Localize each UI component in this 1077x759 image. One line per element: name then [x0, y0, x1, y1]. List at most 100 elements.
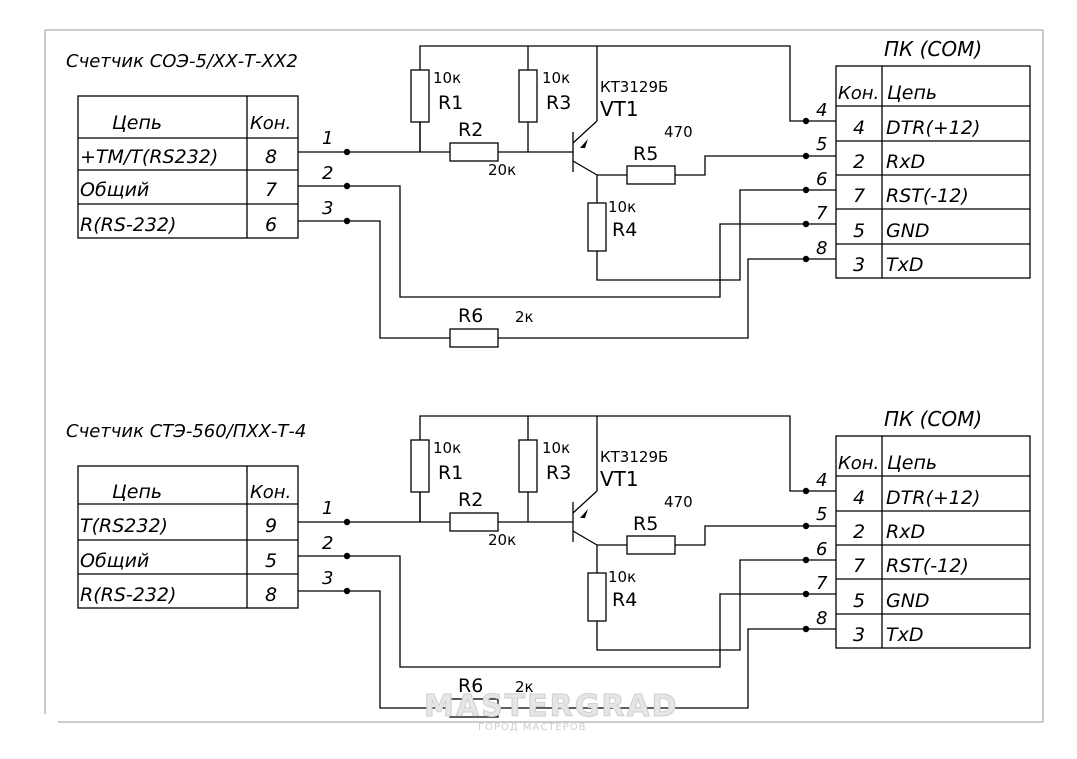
r4-value: 10к [608, 568, 636, 586]
transistor-vt1 [572, 416, 598, 546]
r3-label: R3 [546, 92, 571, 114]
resistor-r6 [449, 328, 499, 348]
wire-number: 5 [816, 504, 827, 525]
r4-label: R4 [612, 219, 637, 241]
meter-row-signal: Т(RS232) [80, 515, 168, 537]
meter-header-pin: Кон. [250, 113, 291, 134]
meter-row-signal: Общий [80, 550, 149, 572]
circuit-title: Счетчик СТЭ-560/ПХХ-Т-4 [66, 421, 306, 442]
pc-row-pin: 4 [853, 117, 865, 139]
meter-row-signal: Общий [80, 179, 149, 201]
meter-row-signal: R(RS-232) [80, 214, 176, 236]
wire-number: 7 [816, 203, 828, 224]
r4-label: R4 [612, 589, 637, 611]
pc-header-pin: Кон. [838, 453, 879, 474]
r1-label: R1 [438, 462, 463, 484]
wire-number: 7 [816, 573, 828, 594]
wire-number: 2 [322, 163, 333, 184]
pc-row-signal: RST(-12) [886, 555, 969, 577]
pc-row-signal: GND [886, 590, 930, 612]
resistor-r4 [587, 202, 607, 252]
wire-number: 4 [816, 100, 827, 121]
meter-row-signal: +ТМ/Т(RS232) [80, 146, 218, 168]
vt1-type: КТ3129Б [600, 78, 668, 96]
meter-row-pin: 7 [265, 179, 277, 201]
meter-header-signal: Цепь [112, 481, 162, 503]
wire-number: 8 [816, 238, 827, 259]
pc-row-pin: 5 [853, 220, 865, 242]
resistor-r3 [518, 439, 538, 493]
pc-header-pin: Кон. [838, 83, 879, 104]
r6-value: 2к [515, 308, 534, 326]
pc-row-pin: 7 [853, 185, 865, 207]
pc-row-pin: 3 [853, 254, 865, 276]
circuit-2: Счетчик СТЭ-560/ПХХ-Т-4 Цепь Кон. Т(RS23… [66, 407, 1031, 718]
r6-label: R6 [458, 305, 483, 327]
pc-row-signal: TxD [886, 624, 923, 646]
pc-row-signal: TxD [886, 254, 923, 276]
meter-table: Цепь Кон. +ТМ/Т(RS232) Общий R(RS-232) 8… [77, 95, 299, 239]
pc-title: ПК (COM) [884, 37, 982, 61]
pc-row-signal: RxD [886, 521, 925, 543]
wire-number: 3 [322, 198, 333, 219]
pc-header-signal: Цепь [887, 452, 937, 474]
pc-row-pin: 7 [853, 555, 865, 577]
transistor-vt1 [572, 46, 598, 176]
r2-label: R2 [458, 119, 483, 141]
resistor-r5 [626, 535, 676, 555]
pc-header-signal: Цепь [887, 82, 937, 104]
r3-label: R3 [546, 462, 571, 484]
meter-header-signal: Цепь [112, 112, 162, 134]
wire-number: 1 [322, 128, 333, 149]
wire-number: 5 [816, 134, 827, 155]
resistor-r2 [449, 142, 499, 162]
pc-row-signal: RxD [886, 151, 925, 173]
meter-row-signal: R(RS-232) [80, 584, 176, 606]
pc-row-pin: 5 [853, 590, 865, 612]
vt1-label: VT1 [600, 467, 639, 491]
r6-label: R6 [458, 675, 483, 697]
resistor-r5 [626, 165, 676, 185]
wire-number: 6 [816, 539, 827, 560]
r5-value: 470 [664, 123, 693, 141]
r2-label: R2 [458, 489, 483, 511]
pc-row-signal: RST(-12) [886, 185, 969, 207]
pc-row-pin: 3 [853, 624, 865, 646]
meter-row-pin: 8 [265, 584, 277, 606]
circuit-title: Счетчик СОЭ-5/ХХ-Т-ХХ2 [66, 51, 298, 72]
pc-title: ПК (COM) [884, 407, 982, 431]
wire-number: 2 [322, 533, 333, 554]
wire-number: 1 [322, 498, 333, 519]
resistor-r1 [410, 69, 430, 123]
watermark-brand: MASTERGRAD [424, 689, 679, 724]
pc-row-pin: 4 [853, 487, 865, 509]
pc-row-pin: 2 [853, 151, 865, 173]
wire-number: 4 [816, 470, 827, 491]
r3-value: 10к [542, 439, 570, 457]
resistor-r4 [587, 572, 607, 622]
vt1-label: VT1 [600, 97, 639, 121]
vt1-type: КТ3129Б [600, 448, 668, 466]
r3-value: 10к [542, 69, 570, 87]
meter-row-pin: 6 [265, 214, 277, 236]
meter-row-pin: 8 [265, 146, 277, 168]
r6-value: 2к [515, 678, 534, 696]
r5-label: R5 [633, 513, 658, 535]
pc-row-signal: DTR(+12) [886, 117, 980, 139]
r2-value: 20к [488, 161, 516, 179]
wire-number: 8 [816, 608, 827, 629]
pc-table: Кон. Цепь 4 2 7 5 3 DTR(+12) RxD RST(-12… [835, 435, 1031, 649]
r5-label: R5 [633, 143, 658, 165]
circuit-1: Счетчик СОЭ-5/ХХ-Т-ХХ2 Цепь Кон. +ТМ/Т(R… [66, 37, 1031, 348]
r1-value: 10к [433, 69, 461, 87]
watermark-tagline: ГОРОД МАСТЕРОВ [478, 722, 587, 733]
pc-row-signal: DTR(+12) [886, 487, 980, 509]
r4-value: 10к [608, 198, 636, 216]
meter-row-pin: 9 [265, 515, 277, 537]
wire-number: 6 [816, 169, 827, 190]
resistor-r2 [449, 512, 499, 532]
r1-label: R1 [438, 92, 463, 114]
pc-row-signal: GND [886, 220, 930, 242]
wire-number: 3 [322, 568, 333, 589]
